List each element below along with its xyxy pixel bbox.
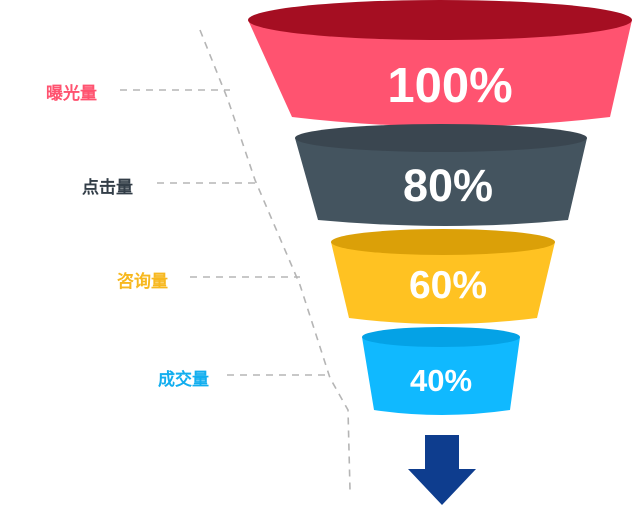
- stage-label-clicks: 点击量: [82, 178, 133, 198]
- down-arrow-icon: [408, 435, 476, 505]
- funnel-stage-3: [331, 242, 555, 324]
- stage-percent-4: 40%: [409, 363, 473, 398]
- stage-label-exposure: 曝光量: [46, 84, 97, 104]
- funnel-stage-4: [362, 337, 520, 415]
- funnel-stage-1-rim: [248, 0, 632, 40]
- funnel-stage-4-rim: [362, 327, 520, 347]
- stage-label-inquiries: 咨询量: [117, 272, 168, 292]
- stage-label-deals: 成交量: [158, 370, 209, 390]
- stage-percent-3: 60%: [408, 264, 488, 307]
- stage-percent-2: 80%: [402, 160, 494, 211]
- funnel-stage-2: [295, 138, 587, 226]
- funnel-stage-1: [248, 20, 632, 127]
- stage-percent-1: 100%: [387, 59, 513, 113]
- dashed-guide-line: [199, 29, 351, 491]
- funnel-stage-2-rim: [295, 124, 587, 152]
- funnel-stage-3-rim: [331, 229, 555, 255]
